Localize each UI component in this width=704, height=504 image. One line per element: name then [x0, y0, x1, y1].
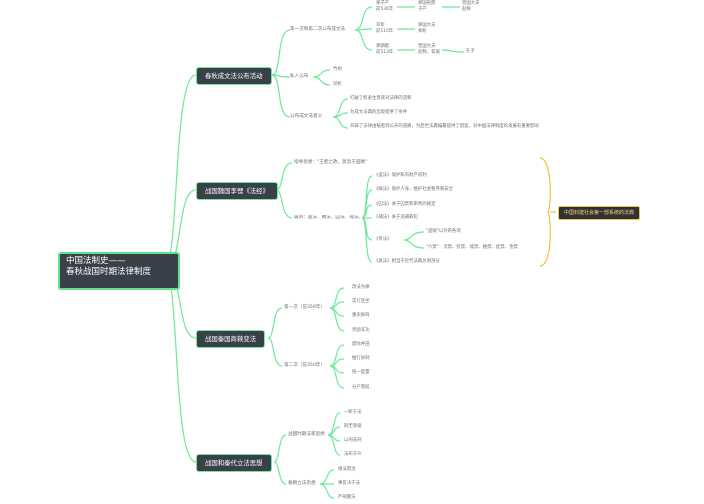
sub-first-second-publication[interactable]: 第一次和第二次公布成文法 [290, 27, 346, 32]
leaf-text: 邓析 [376, 23, 385, 28]
branch-shangyang-reform[interactable]: 战国秦国商鞅变法 [196, 330, 266, 348]
leaf-thought-2[interactable]: 刑无等级 [344, 424, 362, 429]
leaf-text: 晋国大夫 [462, 1, 480, 6]
leaf-reform-3[interactable]: 重农抑商 [352, 313, 370, 318]
sub-private-publication[interactable]: 私人公布 [290, 74, 309, 79]
leaf-text: 晋国大夫 [418, 44, 436, 49]
sub-second-reform[interactable]: 第二次（前350年） [284, 363, 325, 368]
leaf-daofa[interactable]: 《盗法》保护私有财产权利 [374, 173, 427, 178]
root-title-line1: 中国法制史—— [66, 256, 126, 266]
leaf-confucius[interactable]: 孔子 [466, 49, 475, 54]
leaf-reform-7[interactable]: 统一度量 [352, 370, 370, 375]
sub-qin-legislation[interactable]: 秦朝立法思想 [288, 481, 316, 486]
leaf-zheng-official[interactable]: 郑国大夫郑析 [418, 23, 436, 34]
sub-publication-significance[interactable]: 公布成文法意义 [290, 114, 323, 119]
branch-fajing[interactable]: 战国魏国李悝《法经》 [196, 182, 278, 200]
leaf-text: 赵鞅、荀寅 [418, 49, 440, 55]
leaf-text: 前536年 [376, 6, 394, 12]
leaf-text: 郑国大夫 [418, 23, 436, 28]
leaf-text: 郑析 [418, 28, 427, 34]
leaf-reform-8[interactable]: 分户而居 [352, 385, 370, 390]
branch-legislative-thought[interactable]: 战国和秦代立法思想 [196, 454, 272, 472]
leaf-zhuxing[interactable]: 竹刑 [333, 67, 342, 72]
leaf-bufa[interactable]: 《捕法》关于追捕罪犯 [374, 215, 418, 220]
root-topic[interactable]: 中国法制史—— 春秋战国时期法律制度 [58, 252, 180, 290]
sub-guiding-idea[interactable]: 指导思想："王者之政，莫急于盗贼" [294, 160, 368, 165]
leaf-significance-3[interactable]: 开辟了法律由秘密到公开的道路，为后世法典编纂提供了借鉴，对中国法律制度的发展有重… [350, 124, 539, 129]
leaf-zheng-ding[interactable]: 郑国刑鼎子产 [418, 1, 436, 12]
leaf-dengxi[interactable]: 邓析前510年 [376, 23, 393, 34]
leaf-thought-4[interactable]: 法布于众 [344, 452, 362, 457]
leaf-qin-2[interactable]: 事皆决于法 [338, 481, 360, 486]
leaf-dengxi-private[interactable]: 邓析 [333, 82, 342, 87]
leaf-thought-1[interactable]: 一断于法 [344, 410, 362, 415]
leaf-text: 前513年 [376, 49, 394, 55]
leaf-qiufa[interactable]: 《囚法》关于囚禁和审判的规定 [374, 202, 436, 207]
leaf-zichan[interactable]: 郑子产前536年 [376, 1, 393, 12]
leaf-sichuan[interactable]: 郑驷歂前513年 [376, 44, 393, 55]
leaf-jufa[interactable]: 《具法》相当于近代法典总则部分 [374, 259, 440, 264]
leaf-reform-4[interactable]: 奖励军功 [352, 328, 370, 333]
sub-chapters[interactable]: 篇目：盗法、贼法、囚法、捕法、杂法、具法 [294, 215, 360, 220]
leaf-zeifa[interactable]: 《贼法》保护人身，维护社会秩序和安全 [374, 187, 454, 192]
leaf-text: 赵鞅 [462, 6, 471, 12]
branch-spring-autumn-codes[interactable]: 春秋成文法公布活动 [196, 67, 272, 85]
leaf-zafa[interactable]: 《杂法》 [374, 237, 392, 242]
sub-first-reform[interactable]: 第一次（前359年） [284, 305, 325, 310]
leaf-thought-3[interactable]: 以刑去刑 [344, 438, 362, 443]
leaf-text: 郑驷歂 [376, 44, 390, 49]
summary-first-code-tag[interactable]: 中国封建社会第一部系统的法典 [558, 206, 641, 221]
leaf-text: 前510年 [376, 28, 394, 34]
leaf-reform-1[interactable]: 改法为律 [352, 285, 370, 290]
leaf-reform-5[interactable]: 废除井田 [352, 342, 370, 347]
leaf-text: 郑国刑鼎 [418, 1, 436, 6]
leaf-jin-official[interactable]: 晋国大夫赵鞅、荀寅 [418, 44, 440, 55]
leaf-significance-2[interactable]: 为成文法典的出现提供了条件 [350, 110, 408, 115]
leaf-jin-zhaoyang[interactable]: 晋国大夫赵鞅 [462, 1, 480, 12]
leaf-reform-6[interactable]: 推行县制 [352, 356, 370, 361]
leaf-zafa-detail-1[interactable]: "盗贼"以外的各项 [426, 229, 461, 234]
leaf-significance-1[interactable]: 打破了奴隶主贵族对法律的垄断 [350, 96, 412, 101]
sub-warring-states-legalism[interactable]: 战国时期法家思想 [288, 432, 325, 437]
leaf-reform-2[interactable]: 实行连坐 [352, 299, 370, 304]
leaf-qin-3[interactable]: 严刑重法 [338, 495, 356, 500]
leaf-text: 子产 [418, 6, 427, 12]
leaf-zafa-detail-2[interactable]: "六禁"：淫禁、狡禁、城禁、嬉禁、徒禁、金禁 [426, 245, 518, 250]
leaf-qin-1[interactable]: 缘法而治 [338, 467, 356, 472]
leaf-text: 郑子产 [376, 1, 390, 6]
root-title-line2: 春秋战国时期法律制度 [66, 267, 152, 278]
